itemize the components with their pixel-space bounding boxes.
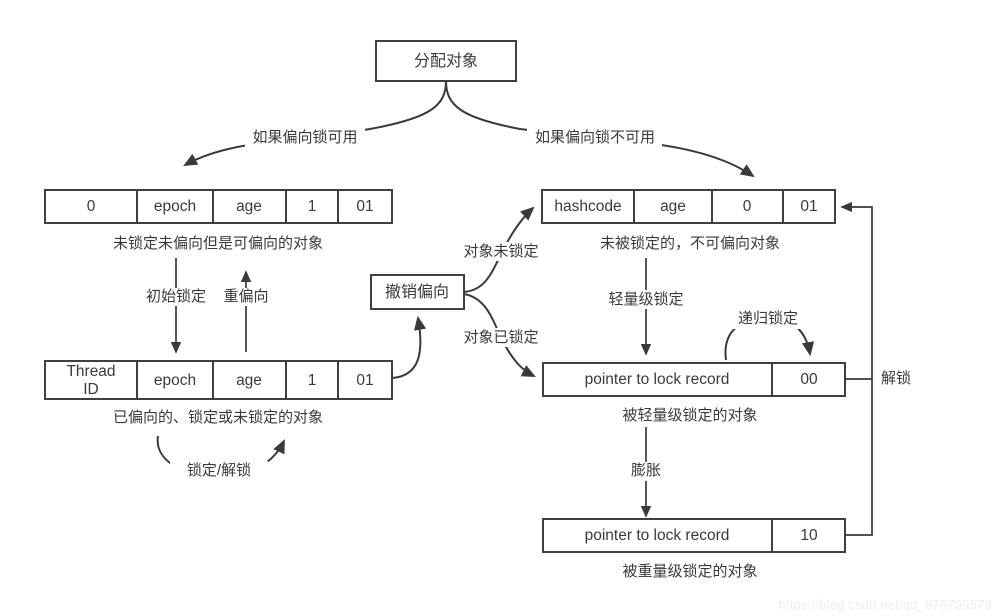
node-allocate-object-label: 分配对象 <box>414 52 478 70</box>
mark-word-caption: 被重量级锁定的对象 <box>622 563 757 580</box>
edge-label-recursive-locking: 递归锁定 <box>738 310 798 327</box>
mark-word-cell: pointer to lock record <box>585 371 730 388</box>
mark-word-cell: Thread <box>66 363 115 380</box>
node-revoke-bias: 撤销偏向 <box>370 274 465 310</box>
mark-word-cell: 10 <box>800 527 818 544</box>
mark-word-caption: 被轻量级锁定的对象 <box>622 407 757 424</box>
edge-unlock-from-lightweight <box>840 201 873 380</box>
mark-word-caption: 已偏向的、锁定或未锁定的对象 <box>113 409 323 426</box>
mark-word-cell: 01 <box>356 198 373 215</box>
mark-word-cell: 0 <box>87 198 96 215</box>
mark-word-cell: 0 <box>743 198 752 215</box>
mark-word-cell: age <box>660 198 686 215</box>
edge-label-inflate: 膨胀 <box>631 462 661 479</box>
mark-word-caption: 未锁定未偏向但是可偏向的对象 <box>113 235 323 252</box>
edge-label-biased-lock-unavailable: 如果偏向锁不可用 <box>535 129 655 146</box>
edge-label-biased-lock-available: 如果偏向锁可用 <box>252 129 357 146</box>
mark-word-cell: 00 <box>800 371 818 388</box>
node-revoke-bias-label: 撤销偏向 <box>385 283 449 301</box>
mark-word-cell: ID <box>83 381 99 398</box>
node-allocate-object: 分配对象 <box>375 40 517 82</box>
mark-word-lightweight-locked: pointer to lock record 00 被轻量级锁定的对象 <box>542 362 846 424</box>
mark-word-cell: pointer to lock record <box>585 527 730 544</box>
edge-label-initial-lock: 初始锁定 <box>146 288 206 305</box>
mark-word-biased: Thread ID epoch age 1 01 已偏向的、锁定或未锁定的对象 <box>44 360 393 426</box>
mark-word-cell: hashcode <box>554 198 621 215</box>
edge-label-lightweight-locking: 轻量级锁定 <box>608 291 683 308</box>
mark-word-biasable-unlocked: 0 epoch age 1 01 未锁定未偏向但是可偏向的对象 <box>44 189 393 252</box>
mark-word-heavyweight-locked: pointer to lock record 10 被重量级锁定的对象 <box>542 518 846 580</box>
watermark: https://blog.csdn.net/qq_878799579 <box>778 597 992 612</box>
mark-word-cell: epoch <box>154 372 196 389</box>
edge-label-lock-unlock: 锁定/解锁 <box>187 462 251 479</box>
mark-word-cell: age <box>236 198 262 215</box>
edge-label-object-not-locked: 对象未锁定 <box>463 243 538 260</box>
mark-word-non-biasable-unlocked: hashcode age 0 01 未被锁定的，不可偏向对象 <box>541 189 836 252</box>
mark-word-cell: 1 <box>308 198 317 215</box>
edge-biased-lock-available <box>183 80 447 167</box>
mark-word-cell: 01 <box>800 198 817 215</box>
mark-word-caption: 未被锁定的，不可偏向对象 <box>600 235 780 252</box>
edge-label-object-locked: 对象已锁定 <box>463 329 538 346</box>
edge-unlock-from-heavyweight <box>845 379 873 536</box>
edge-biased-to-revoke <box>391 315 427 379</box>
edge-label-rebias: 重偏向 <box>223 288 268 305</box>
mark-word-cell: 01 <box>356 372 373 389</box>
mark-word-cell: age <box>236 372 262 389</box>
mark-word-cell: epoch <box>154 198 196 215</box>
edge-label-unlock: 解锁 <box>881 370 911 387</box>
mark-word-cell: 1 <box>308 372 317 389</box>
